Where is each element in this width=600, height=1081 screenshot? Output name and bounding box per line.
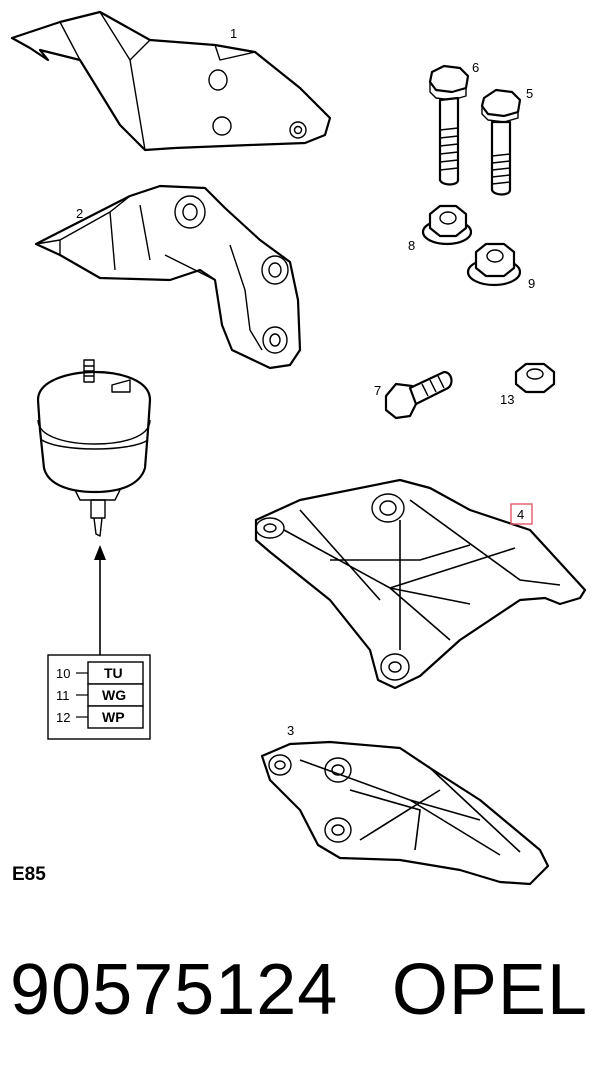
legend-code-wp: WP [102, 709, 125, 725]
legend-num-11: 11 [56, 688, 70, 703]
callout-4-highlight [510, 503, 533, 525]
variant-legend: 10 11 12 TU WG WP [47, 654, 151, 740]
nut-8 [421, 204, 473, 246]
footer: 90575124 OPEL [0, 948, 600, 1048]
callout-3: 3 [287, 723, 294, 738]
callout-2: 2 [76, 206, 83, 221]
callout-9: 9 [528, 276, 535, 291]
part-3-bracket [260, 740, 550, 886]
legend-arrow [94, 545, 106, 655]
bolt-7 [384, 370, 453, 420]
callout-5: 5 [526, 86, 533, 101]
legend-num-10: 10 [56, 666, 70, 681]
legend-num-12: 12 [56, 710, 70, 725]
callout-6: 6 [472, 60, 479, 75]
sheet-code: E85 [12, 864, 46, 885]
bolt-6 [428, 64, 470, 186]
legend-code-wg: WG [102, 687, 126, 703]
callout-4: 4 [517, 507, 524, 522]
part-2-bracket [34, 184, 302, 370]
nut-9 [466, 242, 522, 287]
brand-name: OPEL [391, 950, 588, 1030]
part-number: 90575124 [10, 950, 339, 1030]
part-4-bracket [254, 478, 587, 690]
callout-13: 13 [500, 392, 514, 407]
nut-13 [514, 362, 556, 394]
part-1-bracket [10, 10, 332, 152]
callout-1: 1 [230, 26, 237, 41]
callout-8: 8 [408, 238, 415, 253]
bolt-5 [480, 88, 522, 196]
callout-7: 7 [374, 383, 381, 398]
legend-code-tu: TU [104, 665, 123, 681]
engine-mount [36, 359, 152, 537]
